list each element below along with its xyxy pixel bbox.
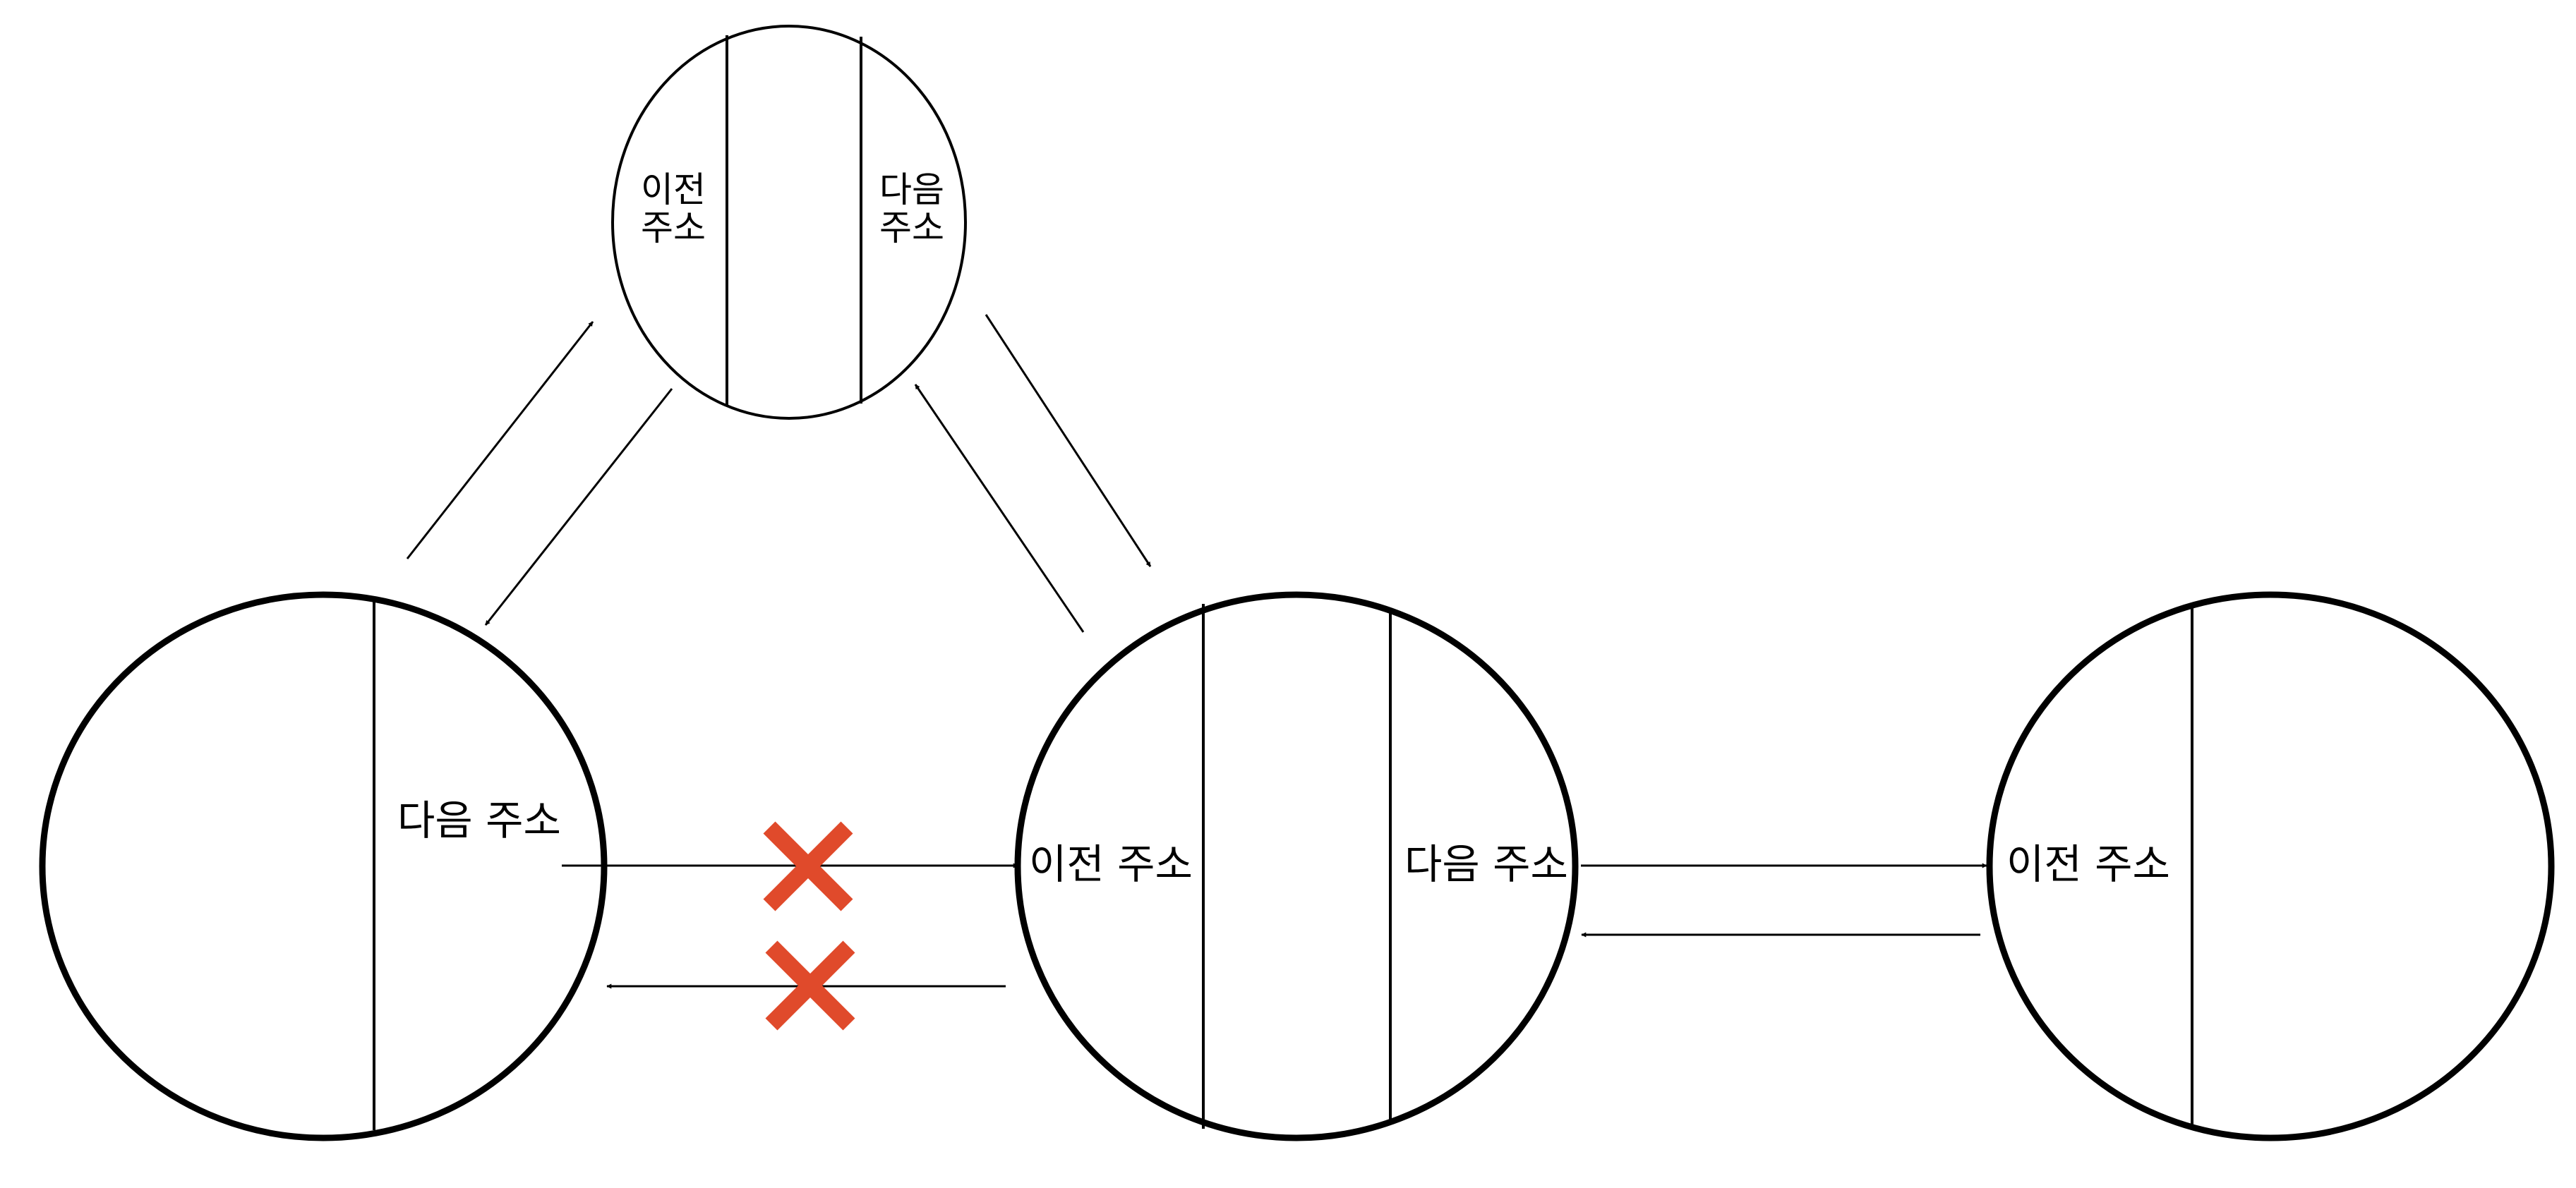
cross-icon [765,940,855,1031]
middle-node: 이전 주소 다음 주소 [1014,591,1579,1141]
middle-node-prev-label: 이전 주소 [1029,840,1193,888]
top-node-next-label-line1: 다음 [879,169,944,210]
arrow-top-to-middle [985,314,1152,567]
top-node-prev-label-line2: 주소 [641,207,706,248]
cross-icon [763,821,853,911]
top-node-outline [611,25,967,420]
arrow-left-to-top [406,321,594,559]
top-node: 이전 주소 다음 주소 [611,25,967,420]
right-node-prev-label: 이전 주소 [2006,840,2170,888]
left-node: 다음 주소 [39,591,608,1141]
middle-node-next-label: 다음 주소 [1404,840,1568,888]
top-node-next-label-line2: 주소 [879,207,944,248]
left-node-next-label: 다음 주소 [397,796,561,844]
left-node-outline [39,591,608,1141]
top-node-prev-label-line1: 이전 [641,169,706,210]
right-node-outline [1986,591,2555,1141]
right-node: 이전 주소 [1986,591,2555,1141]
arrow-middle-to-top [914,384,1085,633]
arrow-top-to-left [484,388,673,626]
